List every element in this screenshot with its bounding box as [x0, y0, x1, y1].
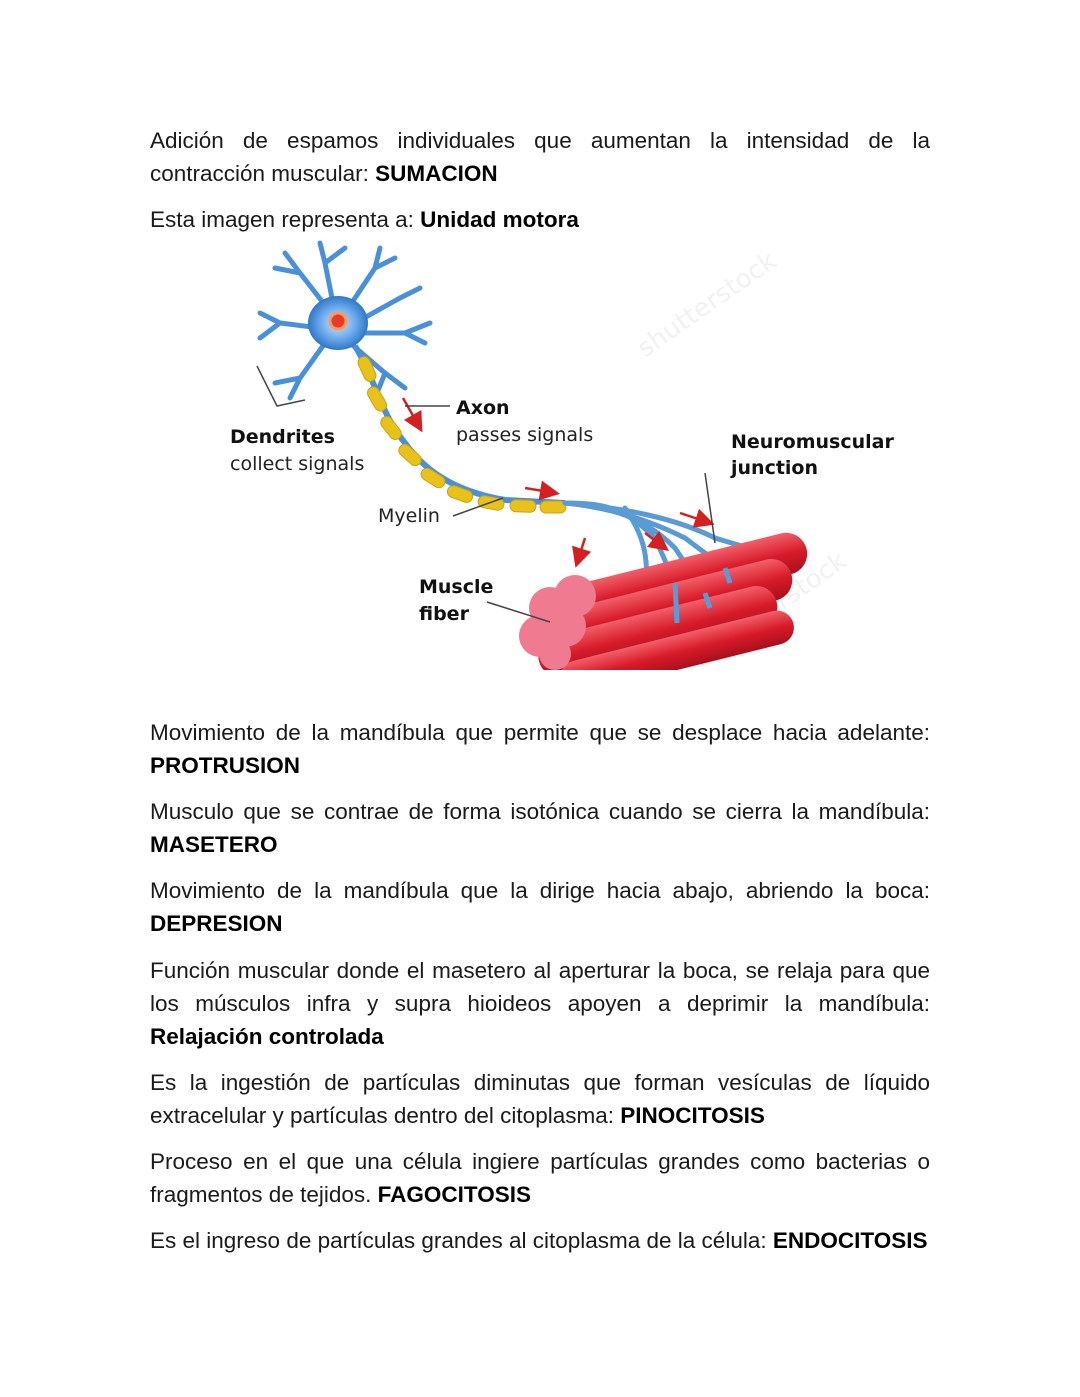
- watermark-text: shutterstock: [632, 246, 782, 364]
- paragraph-unidad-motora: Esta imagen representa a: Unidad motora: [150, 203, 930, 236]
- neuromuscular-junction-label: Neuromuscular: [731, 431, 894, 453]
- answer-text: PINOCITOSIS: [620, 1103, 765, 1128]
- dendrites-sublabel: collect signals: [230, 453, 364, 475]
- motor-unit-diagram: shutterstock shutterstock: [205, 238, 905, 695]
- question-text: Movimiento de la mandíbula que permite q…: [150, 720, 930, 745]
- question-text: Adición de espamos individuales que aume…: [150, 128, 930, 186]
- label-pointer-lines: [256, 365, 716, 623]
- question-text: Musculo que se contrae de forma isotónic…: [150, 799, 930, 824]
- answer-text: Unidad motora: [420, 207, 579, 232]
- answer-text: DEPRESION: [150, 911, 283, 936]
- answer-text: ENDOCITOSIS: [772, 1228, 928, 1253]
- dendrites-label: Dendrites: [230, 426, 335, 448]
- paragraph-pinocitosis: Es la ingestión de partículas diminutas …: [150, 1066, 930, 1132]
- question-text: Es el ingreso de partículas grandes al c…: [150, 1228, 773, 1253]
- question-text: Proceso en el que una célula ingiere par…: [150, 1149, 930, 1207]
- answer-text: MASETERO: [150, 832, 278, 857]
- motor-unit-illustration: shutterstock shutterstock: [230, 240, 894, 695]
- muscle-fiber-label: Muscle: [419, 576, 493, 598]
- axon-sublabel: passes signals: [456, 424, 593, 446]
- paragraph-fagocitosis: Proceso en el que una célula ingiere par…: [150, 1145, 930, 1211]
- answer-text: Relajación controlada: [150, 1024, 384, 1049]
- paragraph-sumacion: Adición de espamos individuales que aume…: [150, 124, 930, 190]
- question-text: Movimiento de la mandíbula que la dirige…: [150, 878, 930, 903]
- answer-text: SUMACION: [375, 161, 498, 186]
- paragraph-depresion: Movimiento de la mandíbula que la dirige…: [150, 874, 930, 940]
- question-text: Esta imagen representa a:: [150, 207, 421, 232]
- question-text: Es la ingestión de partículas diminutas …: [150, 1070, 930, 1128]
- muscle-fiber-label-line2: fiber: [419, 603, 470, 625]
- neuromuscular-junction-label-line2: junction: [730, 457, 818, 479]
- answer-text: FAGOCITOSIS: [377, 1182, 531, 1207]
- paragraph-endocitosis: Es el ingreso de partículas grandes al c…: [150, 1224, 930, 1257]
- question-text: Función muscular donde el masetero al ap…: [150, 958, 930, 1016]
- paragraph-relajacion: Función muscular donde el masetero al ap…: [150, 954, 930, 1053]
- axon-label: Axon: [456, 397, 510, 419]
- paragraph-protrusion: Movimiento de la mandíbula que permite q…: [150, 716, 930, 782]
- myelin-sheath-icon: [357, 356, 567, 514]
- signal-arrows-icon: [401, 397, 715, 568]
- myelin-label: Myelin: [378, 505, 440, 527]
- nucleus-icon: [328, 311, 348, 331]
- muscle-fiber-bundle-icon: [519, 532, 808, 695]
- answer-text: PROTRUSION: [150, 753, 301, 778]
- nerve-endings-icon: [672, 567, 733, 624]
- paragraph-masetero: Musculo que se contrae de forma isotónic…: [150, 795, 930, 861]
